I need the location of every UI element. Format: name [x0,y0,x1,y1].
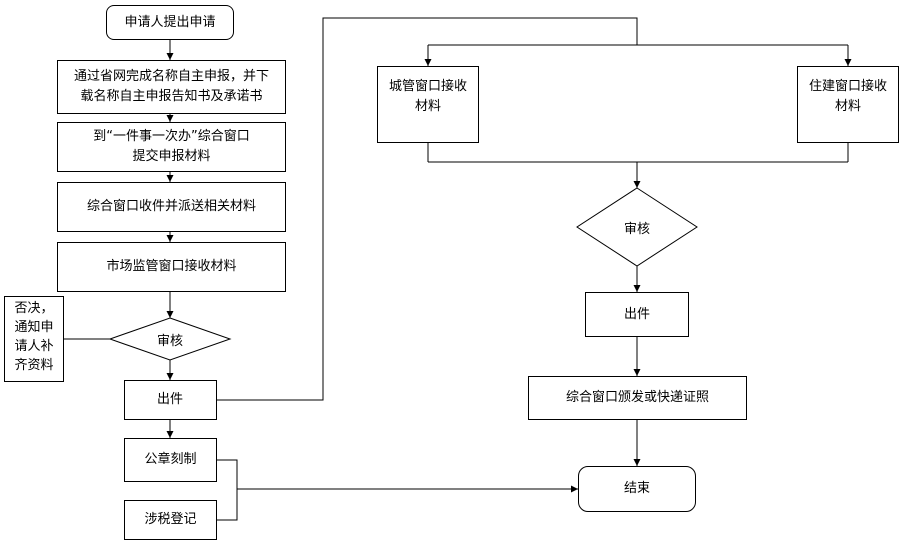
zhujian-line1: 住建窗口接收 [808,79,887,94]
line-issue-to-top [217,17,638,401]
step-receive-dispatch: 综合窗口收件并派送相关材料 [57,182,286,232]
deliver-label: 综合窗口颁发或快递证照 [565,390,709,405]
end-node: 结束 [578,466,696,512]
reject-line-2: 通知申 [14,320,54,335]
reject-notice-box: 否决， 通知申 请人补 齐资料 [4,296,64,382]
start-label: 申请人提出申请 [124,14,216,30]
review-right-diamond [576,187,698,267]
reject-line-1: 否决， [14,301,54,316]
seal-box: 公章刻制 [124,438,217,482]
step4-label: 市场监管窗口接收材料 [106,259,237,274]
reject-line-4: 齐资料 [14,358,54,373]
issue-right-box: 出件 [585,292,689,337]
issue-left-label: 出件 [157,392,184,407]
step2-line1: 到“一件事一次办”综合窗口 [93,129,250,144]
issue-right-label: 出件 [623,306,650,322]
zhujian-window-box: 住建窗口接收 材料 [797,66,899,143]
review-left-diamond [108,317,232,361]
reject-line-3: 请人补 [14,339,54,354]
review-right-label: 审核 [623,222,650,237]
start-node: 申请人提出申请 [106,5,234,40]
step3-label: 综合窗口收件并派送相关材料 [86,199,256,214]
step1-line1: 通过省网完成名称自主申报，并下 [73,69,269,84]
tax-label: 涉税登记 [144,512,197,527]
chengguan-window-box: 城管窗口接收 材料 [377,66,479,143]
step2-line2: 提交申报材料 [132,149,211,164]
review-left-label: 审核 [156,334,183,349]
tax-box: 涉税登记 [124,500,217,540]
step-online-declare: 通过省网完成名称自主申报，并下 载名称自主申报告知书及承诺书 [57,60,286,114]
end-label: 结束 [623,481,650,496]
issue-left-box: 出件 [124,380,217,420]
step1-line2: 载名称自主申报告知书及承诺书 [80,89,263,104]
seal-label: 公章刻制 [144,452,197,467]
zhujian-line2: 材料 [834,99,861,114]
chengguan-line1: 城管窗口接收 [388,79,467,94]
step-submit-materials: 到“一件事一次办”综合窗口 提交申报材料 [57,122,286,172]
step-market-window: 市场监管窗口接收材料 [57,242,286,292]
line-seal-bracket [217,459,238,521]
chengguan-line2: 材料 [414,99,441,114]
deliver-license-box: 综合窗口颁发或快递证照 [528,376,747,420]
